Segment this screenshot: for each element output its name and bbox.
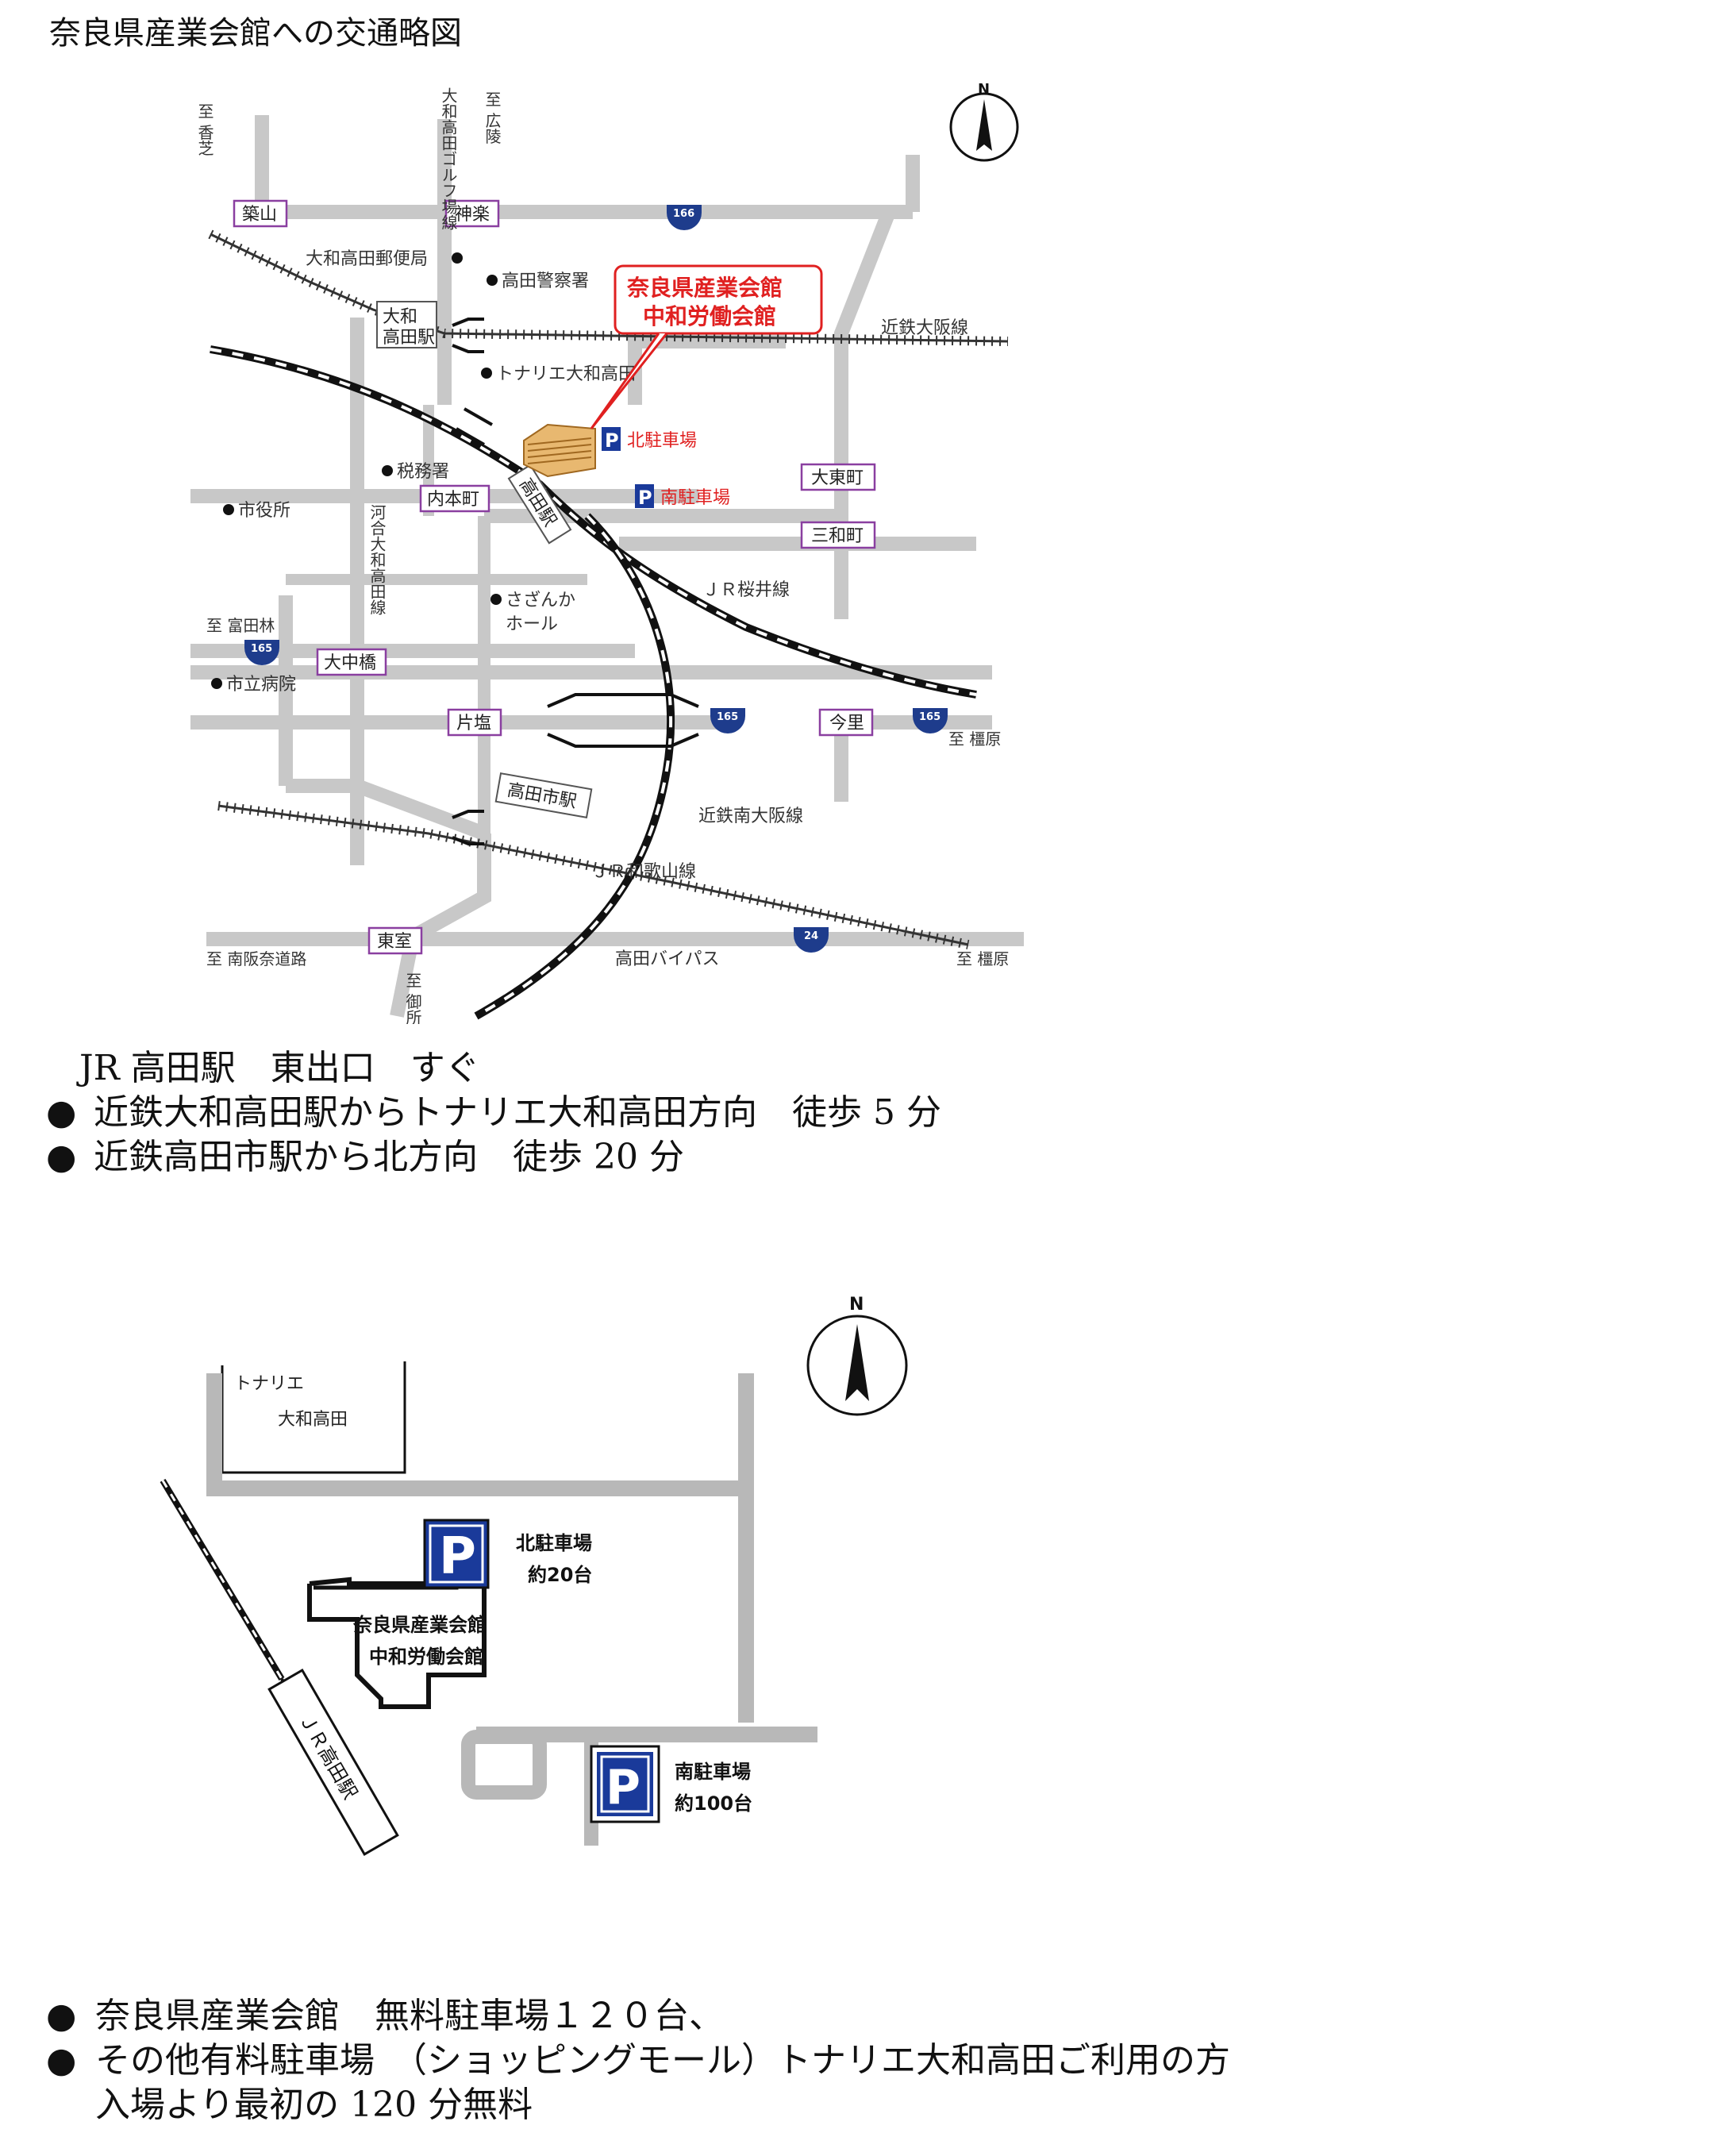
- bullet-icon: ●: [46, 2040, 77, 2081]
- svg-text:東室: 東室: [377, 932, 412, 952]
- svg-text:P: P: [606, 1760, 640, 1815]
- svg-text:高田駅: 高田駅: [383, 328, 435, 348]
- svg-text:至 香芝: 至 香芝: [195, 103, 214, 156]
- svg-text:市役所: 市役所: [238, 501, 290, 521]
- place-katashio: [447, 708, 502, 737]
- south-parking-sign: P 南駐車場 約100台: [590, 1745, 752, 1823]
- svg-text:至 南阪奈道路: 至 南阪奈道路: [206, 949, 306, 968]
- access-line-jr: JR 高田駅 東出口 すぐ: [79, 1048, 480, 1088]
- svg-text:大和高田ゴルフ場線: 大和高田ゴルフ場線: [439, 87, 458, 230]
- place-daitocho: [800, 463, 876, 491]
- venue-callout: 奈良県産業会館 中和労働会館: [590, 264, 823, 429]
- access-line-kintetsu: ●近鉄大和高田駅からトナリエ大和高田方向 徒歩 5 分: [46, 1091, 941, 1135]
- route-shields: 166 165 165 165 24: [244, 205, 948, 953]
- svg-text:大和高田: 大和高田: [278, 1410, 348, 1430]
- svg-text:高田警察署: 高田警察署: [502, 271, 589, 291]
- svg-text:P: P: [605, 429, 619, 452]
- svg-text:税務署: 税務署: [397, 462, 449, 482]
- svg-text:北駐車場: 北駐車場: [516, 1532, 592, 1554]
- svg-text:大東町: 大東町: [811, 468, 864, 488]
- svg-text:至 橿原: 至 橿原: [956, 949, 1009, 968]
- svg-text:至 富田林: 至 富田林: [206, 616, 275, 635]
- svg-text:至 橿原: 至 橿原: [948, 730, 1001, 749]
- bullet-icon: ●: [46, 1996, 77, 2036]
- parking-map: トナリエ 大和高田 ＪＲ高田駅 奈良県産業会館 中和労働会館 P 北駐車場 約2…: [160, 1295, 908, 1856]
- svg-text:ＪＲ桜井線: ＪＲ桜井線: [702, 580, 790, 600]
- svg-text:近鉄南大阪線: 近鉄南大阪線: [698, 807, 803, 826]
- svg-text:三和町: 三和町: [811, 526, 864, 546]
- svg-text:ＪＲ和歌山線: ＪＲ和歌山線: [591, 862, 696, 882]
- svg-text:ホール: ホール: [506, 614, 558, 634]
- south-parking-marker: P 南駐車場: [635, 484, 730, 509]
- svg-text:神楽: 神楽: [455, 205, 490, 225]
- tonarie-building: トナリエ 大和高田: [221, 1361, 406, 1474]
- station-takadashi: 高田市駅: [494, 772, 593, 818]
- svg-text:165: 165: [251, 643, 272, 655]
- svg-text:築山: 築山: [242, 205, 277, 225]
- parking-free-line: ●奈良県産業会館 無料駐車場１２０台、: [46, 1994, 724, 2039]
- bullet-icon: ●: [46, 1092, 77, 1133]
- parking-paid-line: ●その他有料駐車場 （ショッピングモール）トナリエ大和高田ご利用の方: [46, 2039, 1230, 2083]
- svg-text:165: 165: [919, 711, 941, 723]
- svg-text:高田バイパス: 高田バイパス: [615, 949, 720, 969]
- svg-text:大和: 大和: [383, 307, 417, 327]
- jr-wakayama-line: [474, 513, 675, 1020]
- north-arrow-icon: N: [806, 1295, 908, 1416]
- svg-text:トナリエ大和高田: トナリエ大和高田: [496, 364, 636, 384]
- svg-text:大和高田郵便局: 大和高田郵便局: [306, 249, 428, 269]
- svg-text:南駐車場: 南駐車場: [675, 1761, 751, 1783]
- svg-text:河合大和高田線: 河合大和高田線: [367, 504, 387, 615]
- svg-text:北駐車場: 北駐車場: [627, 431, 697, 451]
- svg-text:内本町: 内本町: [427, 490, 479, 510]
- access-line-takadashi: ●近鉄高田市駅から北方向 徒歩 20 分: [46, 1135, 684, 1180]
- svg-text:市立病院: 市立病院: [226, 675, 296, 695]
- svg-text:奈良県産業会館: 奈良県産業会館: [352, 1614, 487, 1636]
- svg-text:片塩: 片塩: [456, 714, 491, 733]
- venue-building: [523, 423, 596, 478]
- svg-text:P: P: [439, 1527, 476, 1586]
- north-parking-sign: P 北駐車場 約20台: [423, 1519, 592, 1589]
- place-tsukiyama: [233, 199, 288, 228]
- svg-text:トナリエ: トナリエ: [234, 1374, 304, 1394]
- svg-text:N: N: [849, 1295, 864, 1315]
- svg-text:24: 24: [804, 930, 818, 942]
- place-uchihoncho: [419, 484, 490, 513]
- kintetsu-minami-osaka-line: [217, 801, 970, 949]
- svg-text:中和労働会館: 中和労働会館: [643, 303, 776, 329]
- station-yamato-takada: 大和 高田駅: [376, 301, 437, 348]
- svg-text:大中橋: 大中橋: [324, 653, 376, 673]
- svg-text:165: 165: [717, 711, 738, 723]
- place-imazato: [818, 708, 874, 737]
- bullet-icon: ●: [46, 1137, 77, 1177]
- svg-text:166: 166: [673, 208, 694, 220]
- svg-text:奈良県産業会館: 奈良県産業会館: [626, 275, 783, 301]
- svg-text:至 広陵: 至 広陵: [483, 91, 502, 144]
- kintetsu-osaka-line: [208, 229, 1009, 346]
- page-title: 奈良県産業会館への交通略図: [49, 15, 462, 52]
- place-onaka-bashi: [316, 648, 387, 676]
- svg-text:至 御所: 至 御所: [403, 972, 422, 1024]
- svg-text:中和労働会館: 中和労働会館: [369, 1646, 483, 1668]
- svg-text:近鉄大阪線: 近鉄大阪線: [881, 318, 968, 338]
- svg-text:N: N: [978, 81, 990, 98]
- svg-text:約20台: 約20台: [528, 1564, 592, 1586]
- place-kagura: [444, 199, 500, 228]
- svg-text:P: P: [638, 487, 652, 509]
- place-higashimuro: [367, 926, 423, 955]
- svg-text:今里: 今里: [829, 714, 864, 733]
- bridge-marks: [452, 318, 699, 845]
- svg-text:南駐車場: 南駐車場: [660, 488, 730, 508]
- svg-text:約100台: 約100台: [675, 1792, 752, 1815]
- north-parking-marker: P 北駐車場: [602, 427, 697, 452]
- north-arrow-icon: N: [949, 81, 1019, 162]
- access-map: 大和 高田駅 高田駅 高田市駅 築山 神楽 内本町 大東町 三和町 大中橋 片塩…: [190, 81, 1024, 1024]
- place-sanwacho: [800, 521, 876, 549]
- svg-text:さざんか: さざんか: [506, 590, 575, 610]
- parking-free-time-line: 入場より最初の 120 分無料: [95, 2085, 533, 2125]
